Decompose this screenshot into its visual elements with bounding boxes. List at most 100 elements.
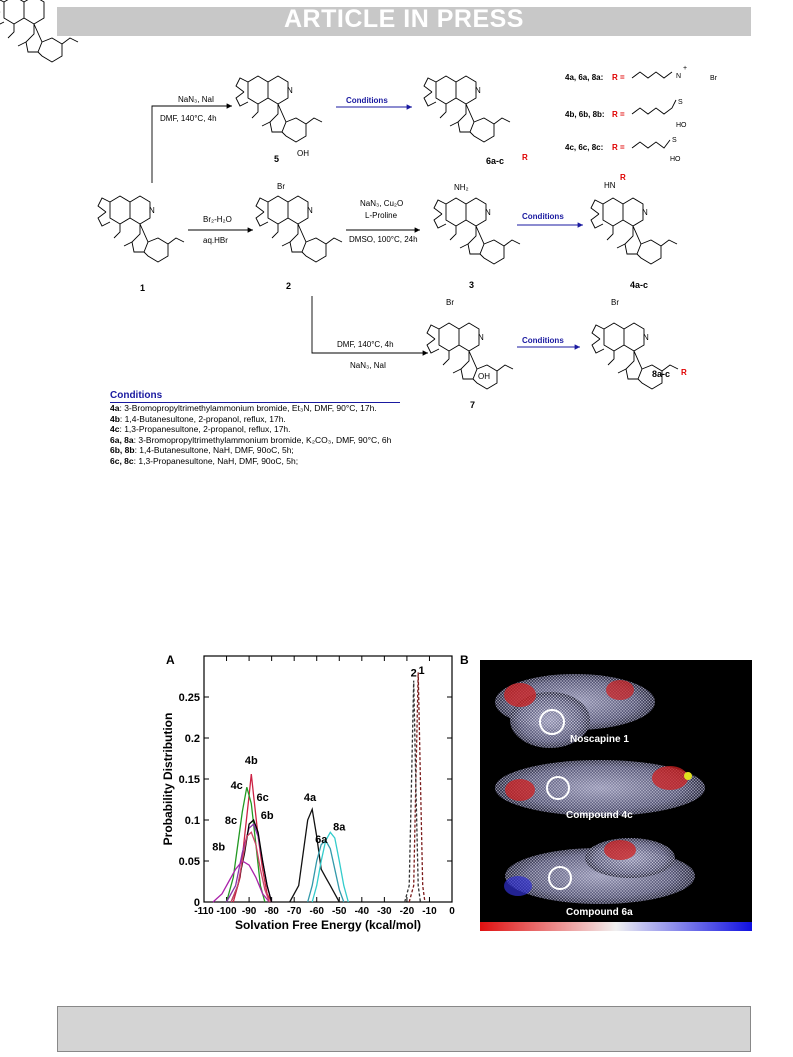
condition-line: 4a: 3-Bromopropyltrimethylammonium bromi… <box>110 403 530 414</box>
arrow-1-to-5 <box>151 103 232 183</box>
x-tick-label: -90 <box>242 906 257 917</box>
curve-label: 8a <box>333 822 346 834</box>
curve-label: 8b <box>212 841 225 853</box>
compound-number: 1 <box>140 283 145 293</box>
condition-line: 6b, 8b: 1,4-Butanesultone, NaH, DMF, 90o… <box>110 445 530 456</box>
reagent-text: DMF, 140°C, 4h <box>160 114 217 123</box>
mol-label-6a: Compound 6a <box>566 907 633 918</box>
y-tick-label: 0.25 <box>179 692 200 704</box>
x-axis-label: Solvation Free Energy (kcal/mol) <box>235 918 421 932</box>
curve-label: 4b <box>245 755 258 767</box>
compound-number: 2 <box>286 281 291 291</box>
footer-box <box>57 1006 751 1052</box>
reagent-text: aq.HBr <box>203 236 228 245</box>
conditions-label: Conditions <box>522 212 564 221</box>
r-group-atom: Br <box>710 75 718 82</box>
reaction-scheme: NaN₃, NaI DMF, 140°C, 4h Br₂-H₂O aq.HBr … <box>0 0 718 410</box>
r-group-label: 4b, 6b, 8b: <box>565 110 605 119</box>
x-tick-label: -110 <box>194 906 214 917</box>
atom-label: N <box>478 333 484 342</box>
series-line-4a <box>289 806 340 903</box>
x-tick-label: -20 <box>400 906 415 917</box>
atom-label: N <box>642 208 648 217</box>
condition-text: : 1,3-Propanesultone, NaH, DMF, 90oC, 5h… <box>133 455 299 466</box>
compound-number: 7 <box>470 400 475 410</box>
arrow-2-to-7 <box>311 296 428 356</box>
reagent-text: DMF, 140°C, 4h <box>337 340 394 349</box>
atom-label: Br <box>611 298 619 307</box>
r-group-atom: S <box>672 137 677 144</box>
r-label: R <box>522 153 528 162</box>
mol-label-4c: Compound 4c <box>566 810 633 821</box>
x-tick-label: 0 <box>449 906 455 917</box>
atom-label: HN <box>604 181 616 190</box>
article-in-press-banner: ARTICLE IN PRESS <box>57 5 751 36</box>
atom-label: N <box>149 206 155 215</box>
atom-label: Br <box>446 298 454 307</box>
atom-label: N <box>307 206 313 215</box>
r-group-atom: + <box>683 65 687 72</box>
panel-b-label: B <box>460 653 469 667</box>
y-tick-label: 0 <box>194 897 200 909</box>
condition-text: : 1,3-Propanesultone, 2-propanol, reflux… <box>119 424 291 434</box>
compound-number: 8a-c <box>652 369 670 379</box>
atom-label: N <box>485 208 491 217</box>
r-label: R <box>681 368 687 377</box>
curve-label: 4a <box>304 792 317 804</box>
y-axis-label: Probability Distribution <box>161 713 175 846</box>
r-group-atom: HO <box>670 156 681 163</box>
curve-label: 6b <box>261 810 274 822</box>
y-tick-label: 0.2 <box>185 733 200 745</box>
mol-label-noscapine: Noscapine 1 <box>570 734 629 745</box>
y-tick-label: 0.1 <box>185 815 200 827</box>
condition-line: 6a, 8a: 3-Bromopropyltrimethylammonium b… <box>110 435 530 446</box>
r-group-label: 4a, 6a, 8a: <box>565 73 603 82</box>
electrostatic-color-scale <box>480 922 752 931</box>
x-tick-label: -30 <box>377 906 392 917</box>
condition-line: 6c, 8c: 1,3-Propanesultone, NaH, DMF, 90… <box>110 456 530 467</box>
series-line-8a <box>311 831 349 903</box>
curve-label: 2 <box>411 668 417 680</box>
condition-label: 4c <box>110 424 120 434</box>
curve-label: 6c <box>256 792 268 804</box>
reagent-text: NaN₃, Cu₂O <box>360 199 403 208</box>
compound-number: 6a-c <box>486 156 504 166</box>
condition-label: 4b <box>110 413 120 424</box>
molecule-skeleton <box>0 0 79 63</box>
reagent-text: NaN₃, NaI <box>178 95 214 104</box>
atom-label: NH₂ <box>454 183 469 192</box>
r-group-chains <box>631 71 677 149</box>
conditions-title: Conditions <box>110 390 400 403</box>
r-group-atom: N <box>676 73 681 80</box>
r-group-atom: S <box>678 99 683 106</box>
condition-line: 4b: 1,4-Butanesultone, 2-propanol, reflu… <box>110 414 530 425</box>
banner-title: ARTICLE IN PRESS <box>284 5 524 33</box>
x-tick-label: -40 <box>355 906 370 917</box>
condition-text: : 1,4-Butanesultone, 2-propanol, reflux,… <box>119 413 286 424</box>
molecular-surface-render <box>495 674 705 904</box>
series-line-2 <box>404 680 422 903</box>
x-tick-label: -80 <box>264 906 279 917</box>
curve-label: 8c <box>225 815 237 827</box>
atom-label: N <box>287 86 293 95</box>
x-tick-label: -60 <box>310 906 325 917</box>
condition-text: : 3-Bromopropyltrimethylammonium bromide… <box>119 403 377 413</box>
curve-label: 1 <box>419 665 425 677</box>
condition-text: : 1,4-Butanesultone, NaH, DMF, 90oC, 5h; <box>134 445 294 455</box>
condition-label: 6a, 8a <box>110 434 134 445</box>
series-line-4c <box>225 787 266 903</box>
reagent-text: Br₂-H₂O <box>203 215 232 224</box>
atom-label: N <box>643 333 649 342</box>
atom-label: N <box>475 86 481 95</box>
x-tick-label: -100 <box>217 906 237 917</box>
x-tick-label: -50 <box>332 906 347 917</box>
r-eq: R = <box>612 73 625 82</box>
condition-text: : 3-Bromopropyltrimethylammonium bromide… <box>133 434 392 445</box>
curve-label: 6a <box>315 834 328 846</box>
conditions-label: Conditions <box>522 336 564 345</box>
panel-a-label: A <box>166 653 175 667</box>
curve-label: 4c <box>231 780 243 792</box>
molecule-noscapine <box>495 674 655 748</box>
y-tick-label: 0.05 <box>179 856 200 868</box>
